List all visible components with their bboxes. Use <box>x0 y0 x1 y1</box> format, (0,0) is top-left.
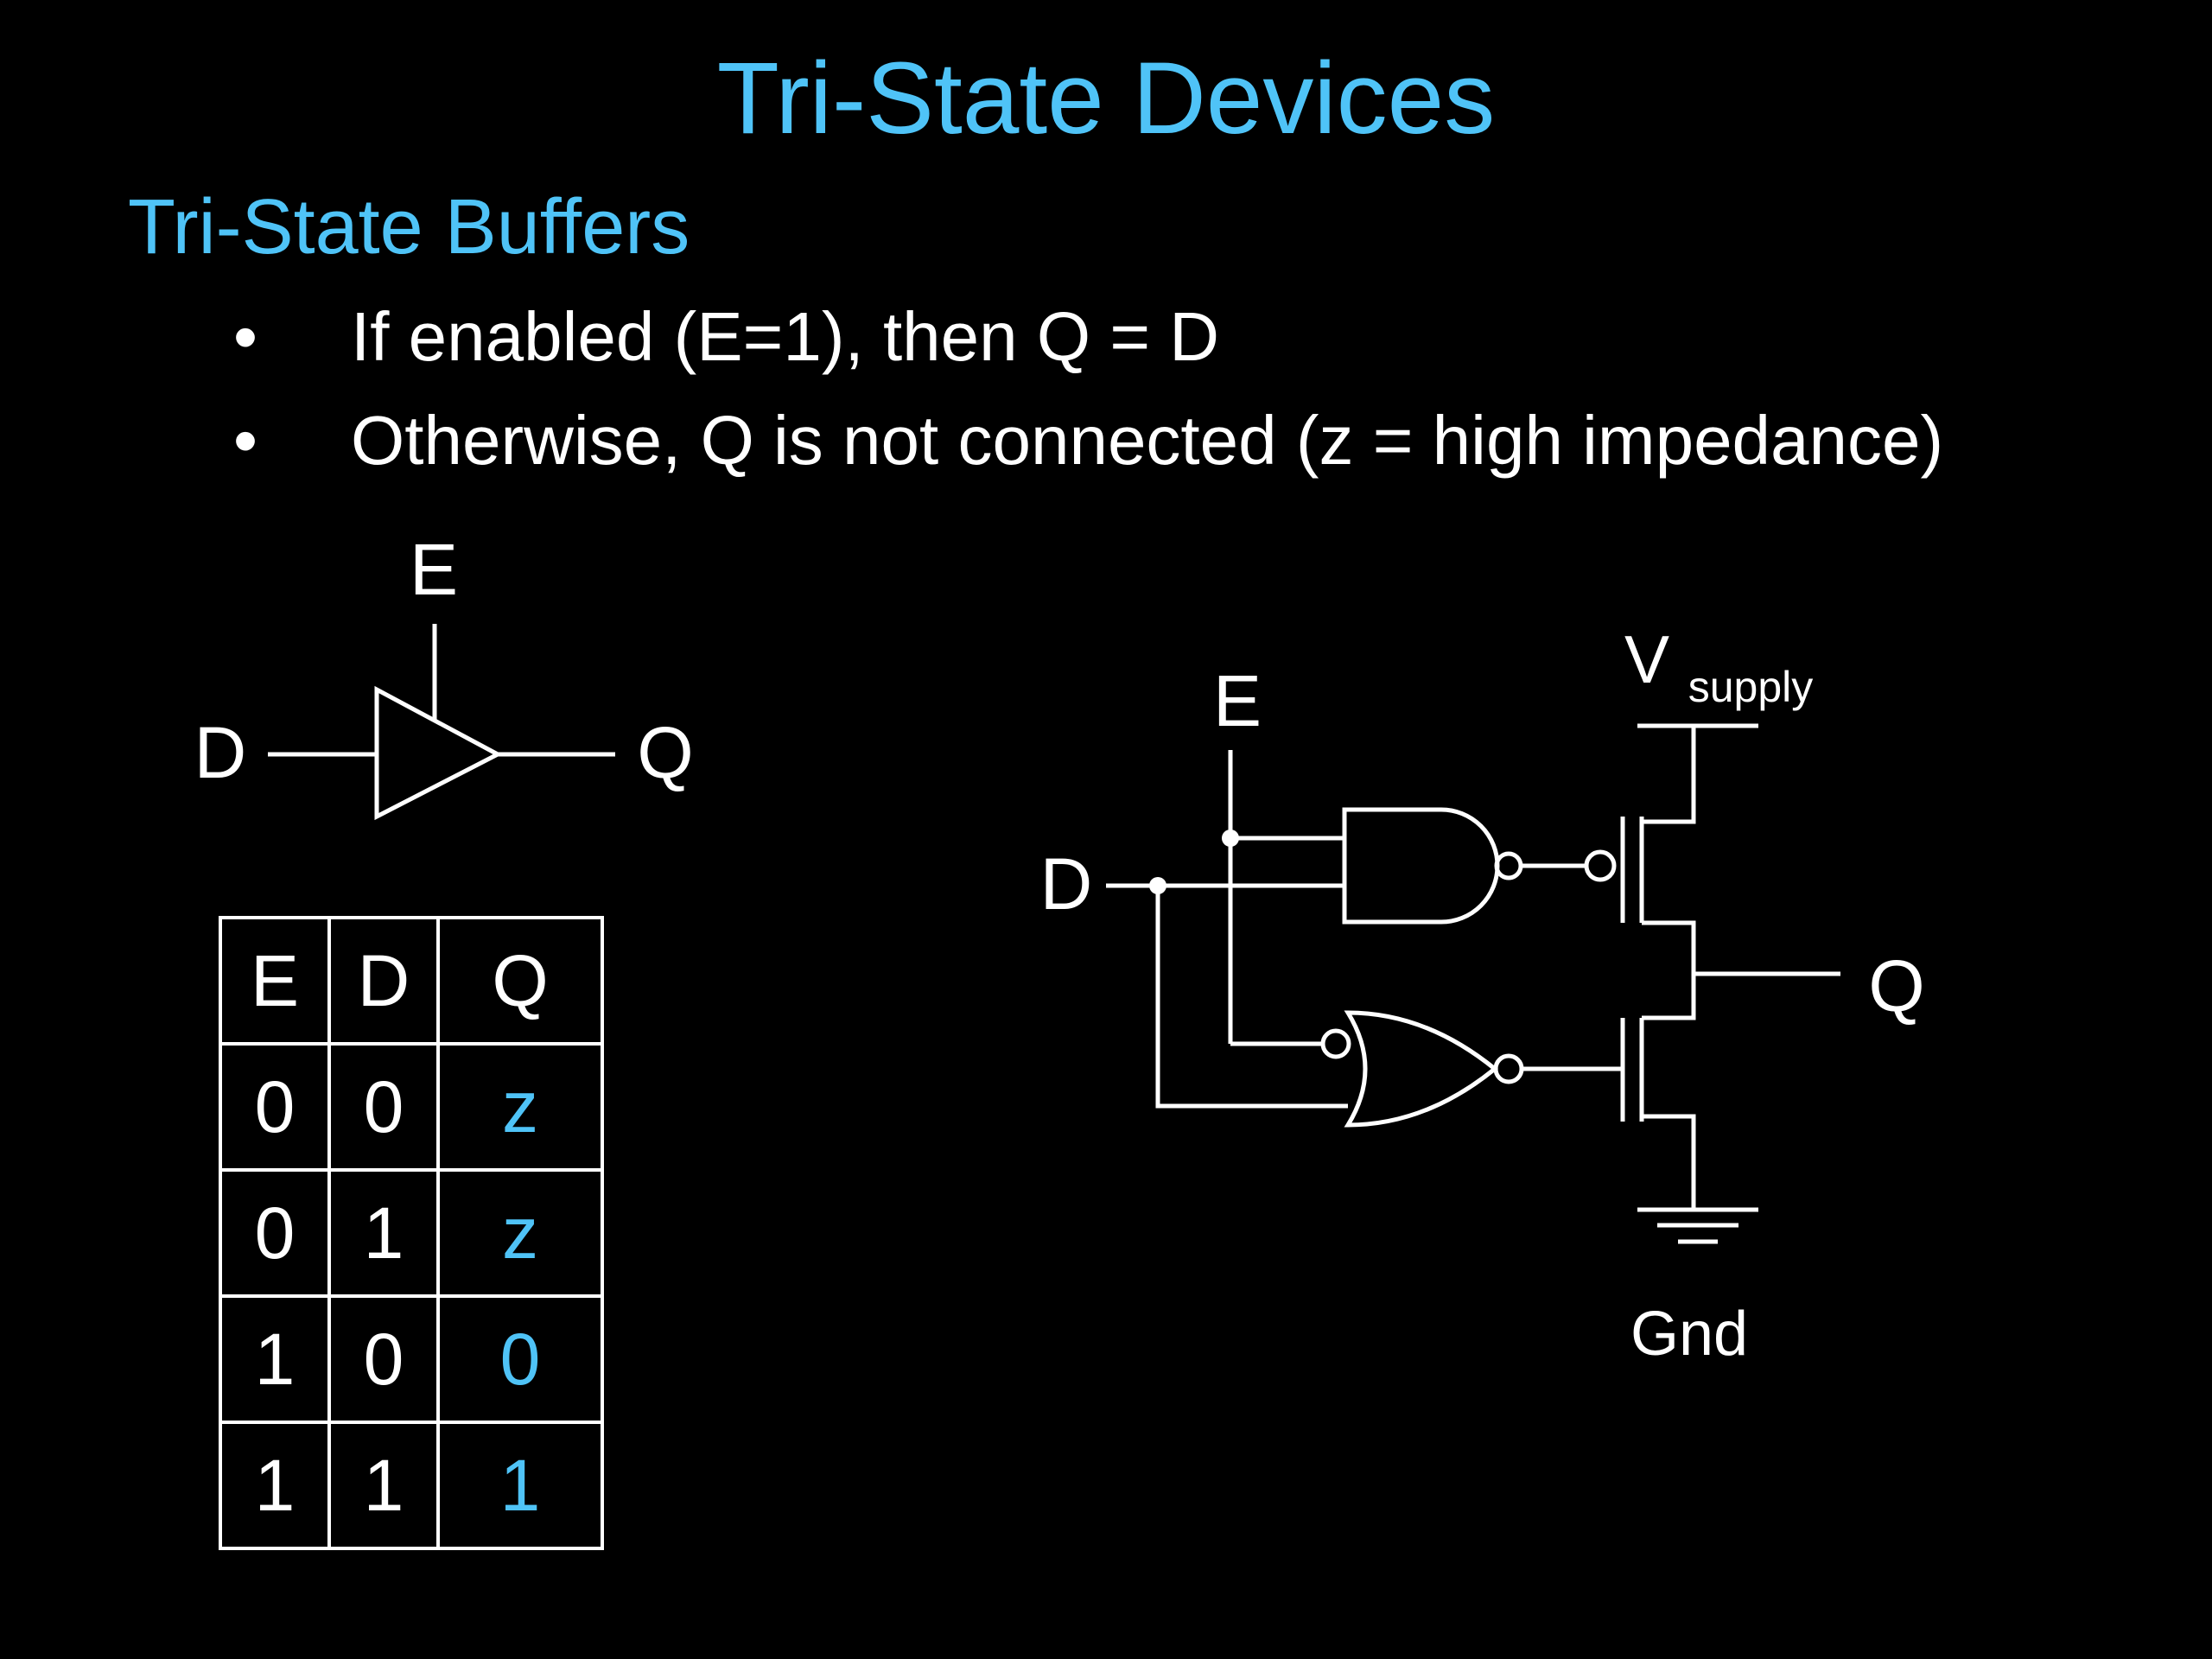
bullet-dot: • <box>233 298 258 375</box>
cell-d: 1 <box>327 1421 440 1550</box>
cell-d: 1 <box>327 1168 440 1298</box>
cell-q: z <box>436 1042 604 1172</box>
nor-gate <box>1344 1010 1498 1128</box>
buffer-label-d: D <box>194 712 247 793</box>
d-branch-wire <box>1155 886 1348 1109</box>
circuit-label-e: E <box>1213 660 1262 741</box>
cell-e: 1 <box>219 1294 331 1424</box>
bullet-item: • If enabled (E=1), then Q = D <box>233 302 1943 406</box>
bullet-dot: • <box>233 402 258 479</box>
nmos-drain <box>1642 1009 1696 1020</box>
circuit-label-q: Q <box>1868 945 1924 1027</box>
nmos-source <box>1642 1114 1696 1210</box>
bullet-list: • If enabled (E=1), then Q = D • Otherwi… <box>233 302 1943 510</box>
truth-table: E D Q 0 0 z 0 1 z 1 0 0 1 1 1 <box>219 916 604 1550</box>
nand-bubble <box>1494 851 1523 880</box>
bullet-item: • Otherwise, Q is not connected (z = hig… <box>233 406 1943 510</box>
nor-input-bubble <box>1320 1028 1351 1059</box>
pmos-drain <box>1642 920 1696 1009</box>
table-row: 0 0 z <box>219 1042 604 1172</box>
page-title: Tri-State Devices <box>716 41 1496 156</box>
e-junction-dot <box>1222 830 1239 847</box>
cell-d: 0 <box>327 1294 440 1424</box>
cell-q: 1 <box>436 1421 604 1550</box>
pmos-gate-bubble <box>1584 849 1617 882</box>
cell-e: 0 <box>219 1168 331 1298</box>
supply-label: V supply <box>1624 622 1813 711</box>
supply-label-sub: supply <box>1688 663 1814 711</box>
supply-label-main: V <box>1624 622 1669 697</box>
pmos-source <box>1642 726 1696 824</box>
circuit-label-d: D <box>1040 843 1093 925</box>
bullet-text: Otherwise, Q is not connected (z = high … <box>351 402 1944 479</box>
cell-d: 0 <box>327 1042 440 1172</box>
buffer-symbol: E D Q <box>194 529 694 821</box>
cell-e: 1 <box>219 1421 331 1550</box>
header-d: D <box>327 916 440 1046</box>
header-q: Q <box>436 916 604 1046</box>
bullet-text: If enabled (E=1), then Q = D <box>351 298 1220 375</box>
cell-e: 0 <box>219 1042 331 1172</box>
buffer-label-e: E <box>410 529 458 610</box>
buffer-label-q: Q <box>637 712 693 793</box>
table-row: 0 1 z <box>219 1168 604 1298</box>
cell-q: 0 <box>436 1294 604 1424</box>
nor-bubble <box>1493 1053 1524 1084</box>
d-junction-dot <box>1149 877 1166 894</box>
buffer-triangle <box>374 685 503 821</box>
cell-q: z <box>436 1168 604 1298</box>
table-header-row: E D Q <box>219 916 604 1046</box>
nand-gate <box>1342 807 1500 925</box>
table-row: 1 1 1 <box>219 1421 604 1550</box>
section-subtitle: Tri-State Buffers <box>128 184 690 270</box>
ground-label: Gnd <box>1630 1300 1748 1369</box>
cmos-circuit: E D Q V supply Gnd <box>1040 622 1925 1369</box>
header-e: E <box>219 916 331 1046</box>
table-row: 1 0 0 <box>219 1294 604 1424</box>
